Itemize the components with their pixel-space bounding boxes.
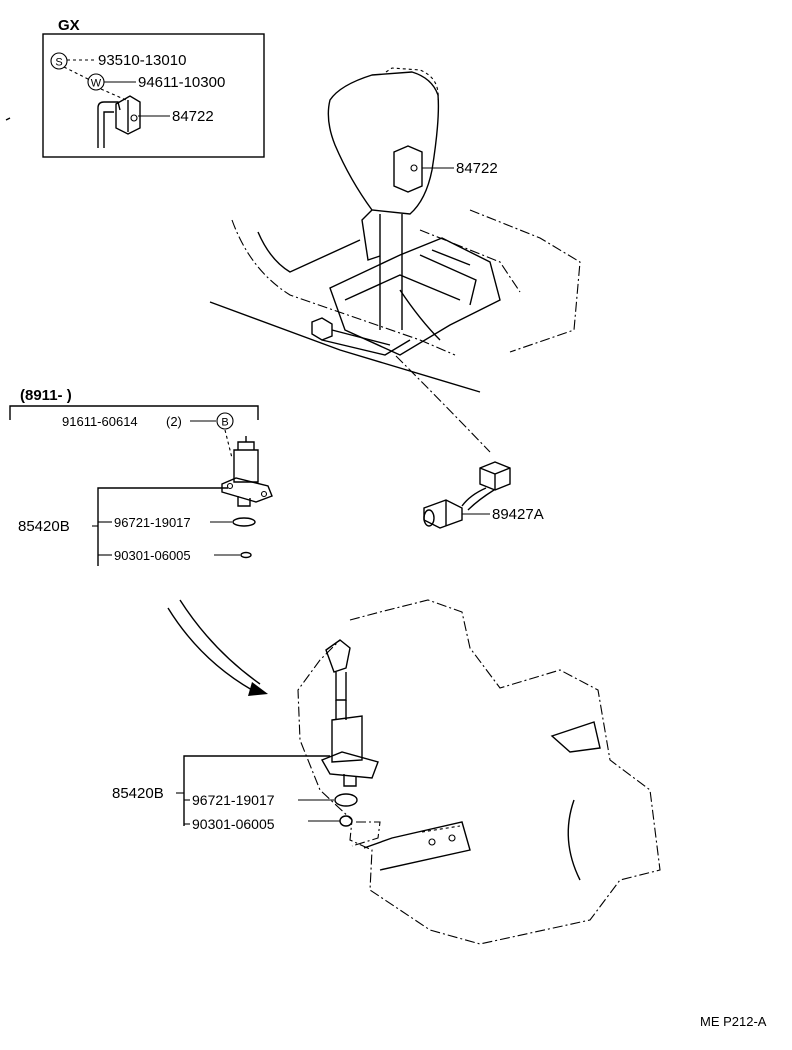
w-symbol-letter: W <box>91 78 102 90</box>
inset-frame <box>42 33 265 158</box>
variant-oring-number: 96721-19017 <box>114 515 191 530</box>
inset-part-number: 93510-13010 <box>98 52 186 69</box>
trans-washer-number: 90301-06005 <box>192 816 275 832</box>
trans-sensor-icon <box>331 715 363 763</box>
transmission-case-outline <box>297 599 661 945</box>
stray-mark <box>5 117 11 121</box>
variant-bracket <box>9 405 259 420</box>
trans-oring-number: 96721-19017 <box>192 792 275 808</box>
gx-inset: GX S 93510-13010 W 94611-10300 84722 <box>42 17 265 158</box>
leader-line <box>100 88 127 101</box>
switch-body-icon <box>423 499 463 529</box>
trans-oring-icon <box>334 793 358 807</box>
switch-connector-icon <box>479 461 511 491</box>
date-code: (8911- ) <box>20 387 72 404</box>
diagram-code: ME P212-A <box>700 1014 767 1029</box>
oring-icon <box>232 517 256 527</box>
bolt-qty: (2) <box>166 414 182 429</box>
s-symbol-letter: S <box>55 57 62 69</box>
trans-washer-icon <box>339 815 353 827</box>
washer-icon <box>240 551 252 559</box>
shift-gate-icon <box>329 237 501 356</box>
s-symbol-icon <box>50 52 68 70</box>
clip-bracket-icon <box>97 95 141 148</box>
variant-assembly-number: 85420B <box>18 518 70 535</box>
transmission-illustration: 85420B 96721-19017 90301-06005 <box>112 599 661 945</box>
console-connector-icon <box>311 317 333 341</box>
bolt-part-number: 91611-60614 <box>62 414 138 429</box>
shift-lever-illustration: 84722 <box>209 67 581 453</box>
leader-line <box>63 66 91 81</box>
trans-connector-icon <box>325 639 351 673</box>
knob-clip-icon <box>393 145 423 193</box>
b-symbol-letter: B <box>221 417 228 429</box>
trans-assembly-number: 85420B <box>112 785 164 802</box>
inset-part-number: 94611-10300 <box>138 74 225 91</box>
inset-title: GX <box>58 17 80 34</box>
arrow-head-icon <box>248 682 268 696</box>
curved-arrow <box>167 599 268 696</box>
knob-clip-part-number: 84722 <box>456 160 498 177</box>
switch-part-number: 89427A <box>492 506 544 523</box>
variant-section: (8911- ) 91611-60614 (2) B 85420B 96721-… <box>9 387 273 566</box>
switch-illustration: 89427A <box>423 461 544 529</box>
speed-sensor-icon <box>221 436 273 507</box>
inset-part-number: 84722 <box>172 108 214 125</box>
variant-washer-number: 90301-06005 <box>114 548 191 563</box>
shift-knob-icon <box>327 71 440 215</box>
b-symbol-icon <box>216 412 234 430</box>
